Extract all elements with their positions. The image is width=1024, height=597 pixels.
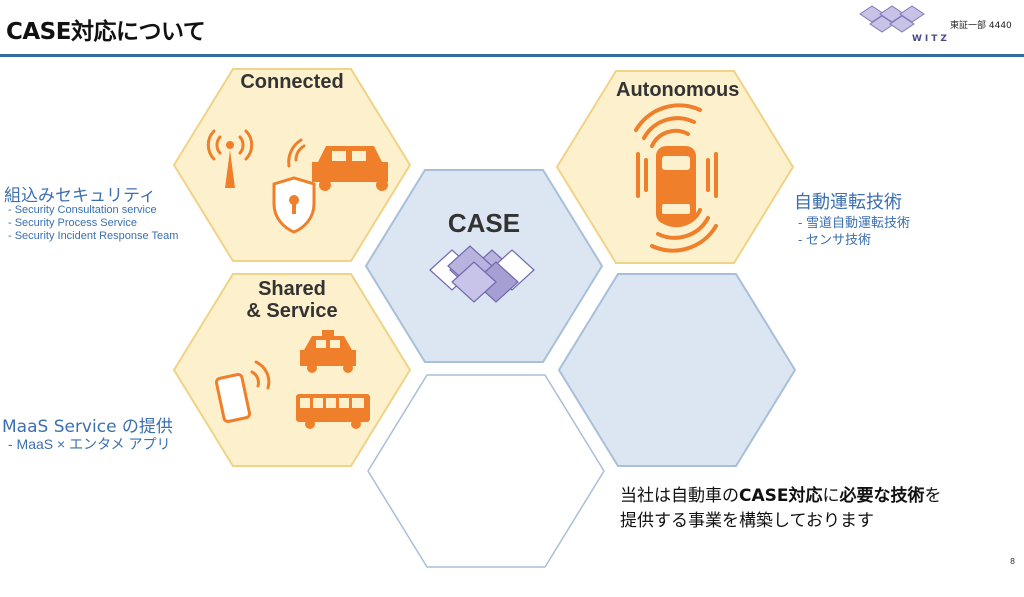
page-number: 8	[1010, 557, 1016, 566]
antenna-icon	[206, 129, 254, 188]
shield-lock-icon	[272, 176, 316, 234]
message-emphasis: CASE対応	[739, 486, 823, 506]
hex-shared-label-line1: Shared	[258, 278, 326, 300]
business-message-line1: 当社は自動車のCASE対応に必要な技術を	[620, 484, 942, 509]
message-emphasis: 必要な技術	[839, 486, 925, 506]
hex-case-label: CASE	[447, 208, 521, 238]
message-text: 当社は自動車の	[620, 486, 739, 506]
business-message-line2: 提供する事業を構築しております	[620, 511, 874, 531]
witz-logo	[859, 5, 925, 33]
page-title: CASE対応について	[6, 19, 206, 45]
hex-shared-label-line2: & Service	[246, 300, 338, 322]
car-connected-icon	[287, 138, 388, 191]
list-item: - Security Consultation service	[8, 204, 157, 216]
security-list: - Security Consultation service - Securi…	[8, 204, 178, 243]
list-item: - Security Process Service	[8, 217, 137, 229]
message-text: に	[822, 486, 840, 506]
autonomous-tech-list: - 雪道自動運転技術 - センサ技術	[798, 214, 910, 248]
hex-shared-label: Shared & Service	[233, 278, 351, 322]
autonomous-tech-heading: 自動運転技術	[794, 192, 902, 213]
hex-autonomous-label: Autonomous	[616, 79, 740, 101]
maas-heading: MaaS Service の提供	[2, 417, 173, 437]
message-text: を	[924, 486, 942, 506]
maas-list: - MaaS × エンタメ アプリ	[8, 436, 171, 453]
list-item: - MaaS × エンタメ アプリ	[8, 436, 171, 452]
logo-text: WITZ	[912, 34, 950, 44]
header-rule	[0, 54, 1024, 57]
hex-empty-white	[367, 374, 605, 568]
hex-empty-blue	[557, 273, 797, 467]
embedded-security-heading: 組込みセキュリティ	[4, 186, 156, 206]
smartphone-signal-icon	[214, 360, 271, 423]
list-item: - 雪道自動運転技術	[798, 215, 910, 230]
taxi-icon	[300, 330, 356, 373]
hex-connected	[172, 68, 412, 262]
list-item: - センサ技術	[798, 232, 871, 247]
list-item: - Security Incident Response Team	[8, 230, 179, 242]
bus-icon	[296, 394, 370, 429]
stock-ticker: 東証一部 4440	[950, 21, 1012, 31]
business-message: 当社は自動車のCASE対応に必要な技術を 提供する事業を構築しております	[620, 484, 942, 534]
car-topdown-icon	[656, 146, 696, 224]
hex-connected-label: Connected	[240, 71, 344, 93]
case-diamond-icon	[429, 245, 535, 303]
